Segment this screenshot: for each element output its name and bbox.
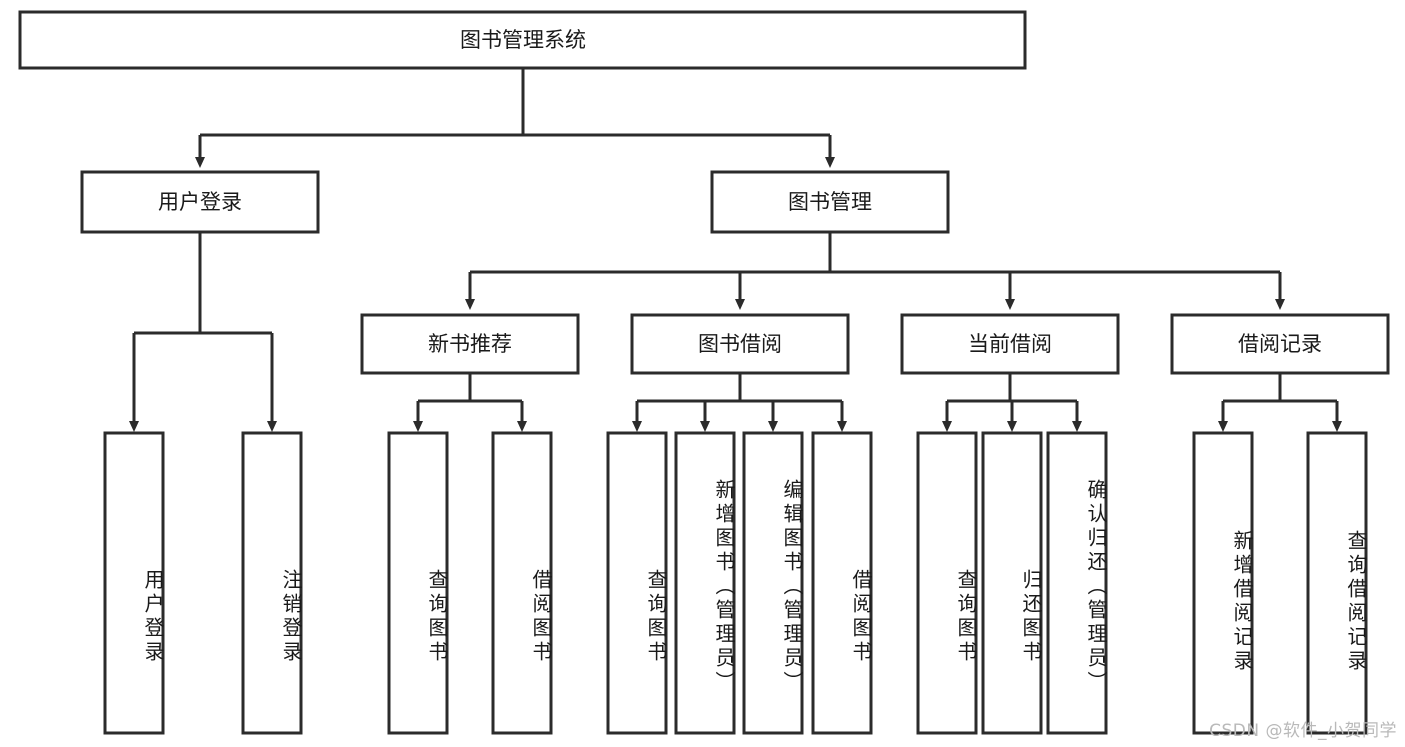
watermark-text: CSDN @软件_小贺同学 (1209, 721, 1397, 741)
leaf-current-borrow-3[interactable] (1046, 431, 1108, 735)
connector-newbook-to-leaves (413, 373, 527, 432)
node-book-management-label: 图书管理 (788, 190, 872, 214)
leaf-borrow-record-1[interactable] (1192, 431, 1254, 735)
connector-root-to-level2 (195, 68, 835, 168)
leaf-user-login-2[interactable] (241, 431, 303, 735)
leaf-new-book-2[interactable] (491, 431, 553, 735)
node-user-login-label: 用户登录 (158, 190, 242, 214)
node-new-book-recommend-label: 新书推荐 (428, 332, 512, 356)
leaf-book-borrow-2[interactable] (674, 431, 736, 735)
node-book-borrow-label: 图书借阅 (698, 332, 782, 356)
leaf-borrow-record-2[interactable] (1306, 431, 1368, 735)
leaf-new-book-1[interactable] (387, 431, 449, 735)
node-user-login[interactable]: 用户登录 (80, 170, 320, 234)
connector-bookborrow-to-leaves (632, 373, 847, 432)
node-root[interactable]: 图书管理系统 (18, 10, 1027, 70)
leaf-book-borrow-4[interactable] (811, 431, 873, 735)
node-current-borrow-label: 当前借阅 (968, 332, 1052, 356)
node-borrow-records-label: 借阅记录 (1238, 332, 1322, 356)
node-current-borrow[interactable]: 当前借阅 (900, 313, 1120, 375)
connector-userlogin-to-leaves (129, 232, 277, 432)
leaf-current-borrow-2[interactable] (981, 431, 1043, 735)
node-root-label: 图书管理系统 (460, 28, 586, 52)
node-borrow-records[interactable]: 借阅记录 (1170, 313, 1390, 375)
leaf-book-borrow-1[interactable] (606, 431, 668, 735)
leaf-book-borrow-3[interactable] (742, 431, 804, 735)
connector-borrowrecord-to-leaves (1218, 373, 1342, 432)
node-book-management[interactable]: 图书管理 (710, 170, 950, 234)
leaf-current-borrow-1[interactable] (916, 431, 978, 735)
connector-bookmgmt-to-level3 (465, 232, 1285, 310)
node-new-book-recommend[interactable]: 新书推荐 (360, 313, 580, 375)
leaf-user-login-1[interactable] (103, 431, 165, 735)
connector-currentborrow-to-leaves (942, 373, 1082, 432)
node-book-borrow[interactable]: 图书借阅 (630, 313, 850, 375)
